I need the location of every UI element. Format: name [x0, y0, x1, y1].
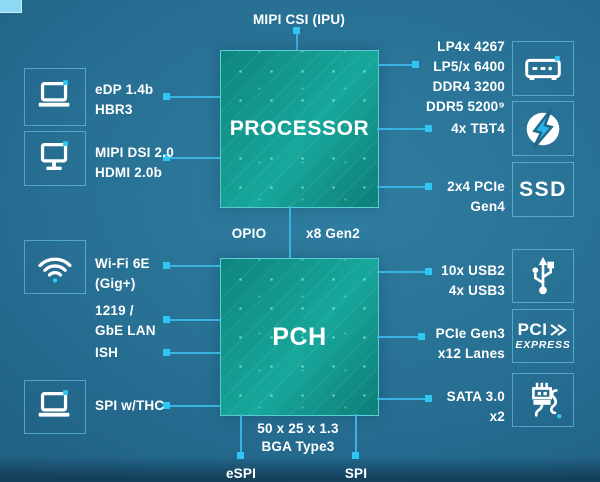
spi-line	[355, 414, 357, 454]
opio-link-line	[289, 206, 291, 258]
connector-square	[163, 154, 170, 161]
express-text: EXPRESS	[515, 339, 571, 352]
memory-line	[377, 64, 415, 66]
ssd-label: SSD	[519, 177, 567, 201]
pci-text: PCI	[517, 320, 548, 340]
display-iconbox	[24, 131, 86, 186]
mipi-csi-label: MIPI CSI (IPU)	[252, 12, 346, 27]
ssd-iconbox: SSD	[512, 162, 574, 217]
connector-square	[425, 183, 432, 190]
wifi-line	[170, 265, 220, 267]
connector-square	[163, 349, 170, 356]
processor-chip: PROCESSOR	[220, 50, 379, 208]
pcie3-label: PCIe Gen3 x12 Lanes	[435, 326, 505, 361]
ish-label: ISH	[95, 345, 119, 360]
espi-label: eSPI	[225, 466, 257, 481]
pch-dim-line2: BGA Type3	[261, 439, 335, 454]
connector-square	[425, 268, 432, 275]
usb-icon	[532, 256, 555, 295]
pci-express-logo: PCI EXPRESS	[515, 321, 570, 351]
usb-line	[377, 271, 428, 273]
connector-line	[296, 34, 298, 50]
connector-square	[163, 402, 170, 409]
wifi-iconbox	[24, 240, 86, 294]
connector-square	[293, 27, 300, 34]
opio-label: OPIO	[231, 226, 267, 241]
sata-iconbox	[512, 373, 574, 427]
dsi-hdmi-label: MIPI DSI 2.0 HDMI 2.0b	[95, 145, 174, 180]
pcie4-label: 2x4 PCIe Gen4	[447, 179, 505, 214]
lan-line	[170, 319, 220, 321]
connector-square	[163, 93, 170, 100]
thc-line	[170, 405, 220, 407]
sata-label: SATA 3.0 x2	[446, 389, 505, 424]
wifi-icon	[38, 257, 72, 283]
connector-square	[425, 395, 432, 402]
laptop-icon	[38, 390, 70, 417]
espi-line	[240, 414, 242, 454]
pch-dimensions: 50 x 25 x 1.3 BGA Type3	[238, 420, 358, 456]
x8gen2-label: x8 Gen2	[306, 226, 360, 241]
laptop-icon	[38, 80, 70, 107]
connector-square	[163, 262, 170, 269]
connector-square	[352, 452, 359, 459]
thunderbolt-icon	[526, 108, 560, 149]
pch-chip: PCH	[220, 258, 379, 416]
connector-square	[163, 316, 170, 323]
ish-line	[170, 352, 220, 354]
spi-thc-label: SPI w/THC	[95, 398, 165, 413]
processor-label: PROCESSOR	[229, 117, 370, 140]
connector-square	[237, 452, 244, 459]
pch-dim-line1: 50 x 25 x 1.3	[257, 421, 339, 436]
usb-iconbox	[512, 249, 574, 303]
memory-label: LP4x 4267 LP5/x 6400 DDR4 3200 DDR5 5200…	[426, 39, 505, 114]
tbt-label: 4x TBT4	[451, 121, 505, 136]
edp-line	[170, 96, 220, 98]
connector-square	[418, 333, 425, 340]
memory-iconbox	[512, 41, 574, 96]
usb-label: 10x USB2 4x USB3	[441, 263, 505, 298]
edp-label: eDP 1.4b HBR3	[95, 82, 154, 117]
memory-module-icon	[525, 55, 561, 80]
pcie4-line	[377, 186, 428, 188]
sata-line	[377, 398, 428, 400]
tbt-line	[377, 128, 428, 130]
pcie-iconbox: PCI EXPRESS	[512, 309, 574, 363]
thunderbolt-iconbox	[512, 101, 574, 156]
pci-arrow-icon	[550, 323, 568, 336]
corner-decoration	[0, 0, 22, 13]
edp-iconbox	[24, 68, 86, 126]
gbe-lan-label: 1219 / GbE LAN	[95, 303, 156, 338]
connector-square	[412, 61, 419, 68]
monitor-icon	[40, 140, 68, 170]
dsi-line	[170, 157, 220, 159]
spi-label: SPI	[344, 466, 368, 481]
thc-iconbox	[24, 380, 86, 434]
sata-cable-icon	[532, 382, 562, 419]
pcie3-line	[377, 336, 421, 338]
connector-square	[425, 125, 432, 132]
pch-label: PCH	[272, 322, 327, 351]
wifi-label: Wi-Fi 6E (Gig+)	[95, 256, 150, 291]
